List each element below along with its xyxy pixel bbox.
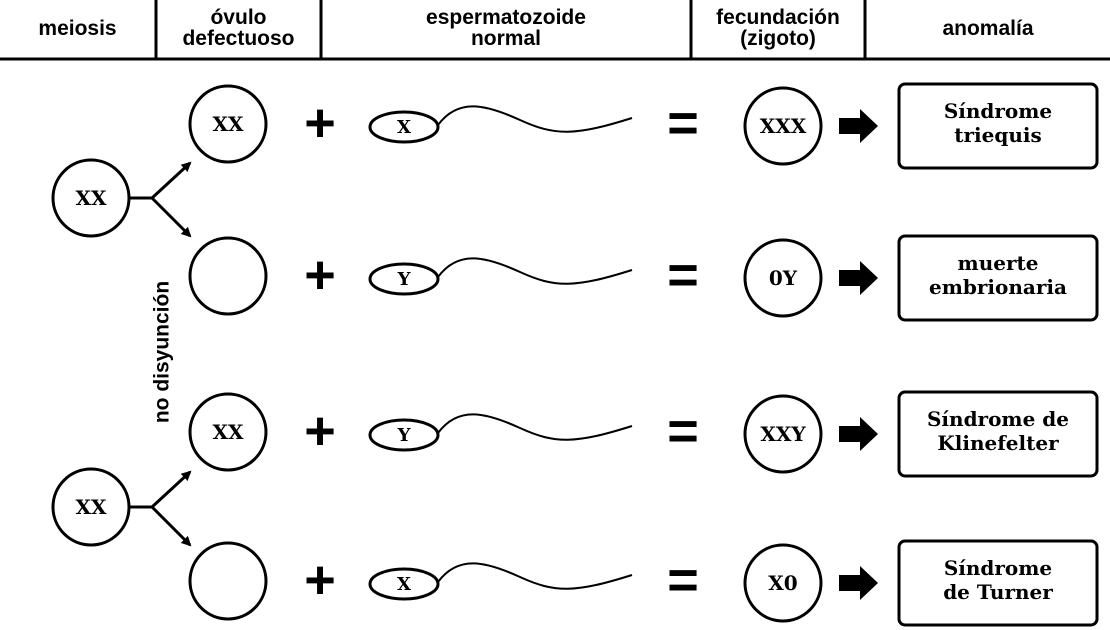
parent-cell-2: XX [51, 467, 192, 547]
ovule-cell [188, 541, 268, 621]
anomaly-line-2: de Turner [943, 580, 1053, 604]
sperm-label: Y [397, 425, 412, 446]
zygote-cell: XXX [743, 86, 823, 166]
header-zygote-label: fecundación (zigoto) [716, 6, 840, 50]
ovule-cell: XX [188, 392, 268, 472]
right-arrow-icon [839, 566, 878, 600]
equals-sign: = [667, 245, 699, 305]
ovule-label: XX [212, 420, 244, 444]
plus-sign: + [304, 93, 336, 153]
header-anomaly: anomalía [866, 0, 1110, 56]
ovule-cell [188, 236, 268, 316]
zygote-cell: X0 [743, 543, 823, 623]
header-ovule: óvulo defectuoso [157, 0, 320, 56]
equals-sign: = [667, 401, 699, 461]
equals-sign: = [667, 93, 699, 153]
sperm-label: X [397, 117, 411, 138]
zygote-cell: XXY [743, 394, 823, 474]
right-arrow-icon [839, 261, 878, 295]
header-meiosis: meiosis [0, 0, 155, 56]
zygote-label: X0 [768, 571, 797, 595]
anomaly-line-1: Síndrome [944, 99, 1052, 123]
sperm-cell: Y [368, 413, 633, 452]
header-sperm: espermatozoide normal [322, 0, 690, 56]
anomaly-line-2: Klinefelter [937, 431, 1059, 455]
anomaly-line-1: Síndrome de [927, 407, 1069, 431]
plus-sign: + [304, 550, 336, 610]
rows-layer: XX+X=XXXSíndrometriequis+Y=0Ymuerteembri… [188, 82, 1099, 627]
parent-cell-1: XX [51, 158, 192, 238]
sperm-cell: X [368, 562, 633, 601]
ovule-label: XX [212, 112, 244, 136]
zygote-label: XXY [760, 422, 806, 446]
header-zygote: fecundación (zigoto) [692, 0, 864, 56]
equals-sign: = [667, 550, 699, 610]
header-anomaly-label: anomalía [942, 16, 1034, 40]
zygote-label: 0Y [769, 266, 798, 290]
zygote-cell: 0Y [743, 238, 823, 318]
sperm-label: X [397, 574, 411, 595]
parent-cell-1-label: XX [75, 186, 107, 210]
header-sperm-label: espermatozoide normal [426, 6, 586, 50]
right-arrow-icon [839, 417, 878, 451]
zygote-label: XXX [760, 114, 807, 138]
anomaly-line-2: embrionaria [929, 275, 1067, 299]
sperm-label: Y [397, 269, 412, 290]
anomaly-line-1: Síndrome [944, 556, 1052, 580]
parent-cell-2-label: XX [75, 495, 107, 519]
header-meiosis-label: meiosis [38, 16, 117, 40]
header-ovule-label: óvulo defectuoso [182, 6, 295, 50]
right-arrow-icon [839, 109, 878, 143]
ovule-cell: XX [188, 84, 268, 164]
plus-sign: + [304, 245, 336, 305]
header-grid [0, 0, 1110, 61]
plus-sign: + [304, 401, 336, 461]
sperm-cell: Y [368, 257, 633, 296]
sperm-cell: X [368, 105, 633, 144]
nondisjunction-label: no disyunción [151, 281, 174, 423]
anomaly-line-1: muerte [958, 251, 1039, 275]
anomaly-line-2: triequis [954, 123, 1041, 147]
